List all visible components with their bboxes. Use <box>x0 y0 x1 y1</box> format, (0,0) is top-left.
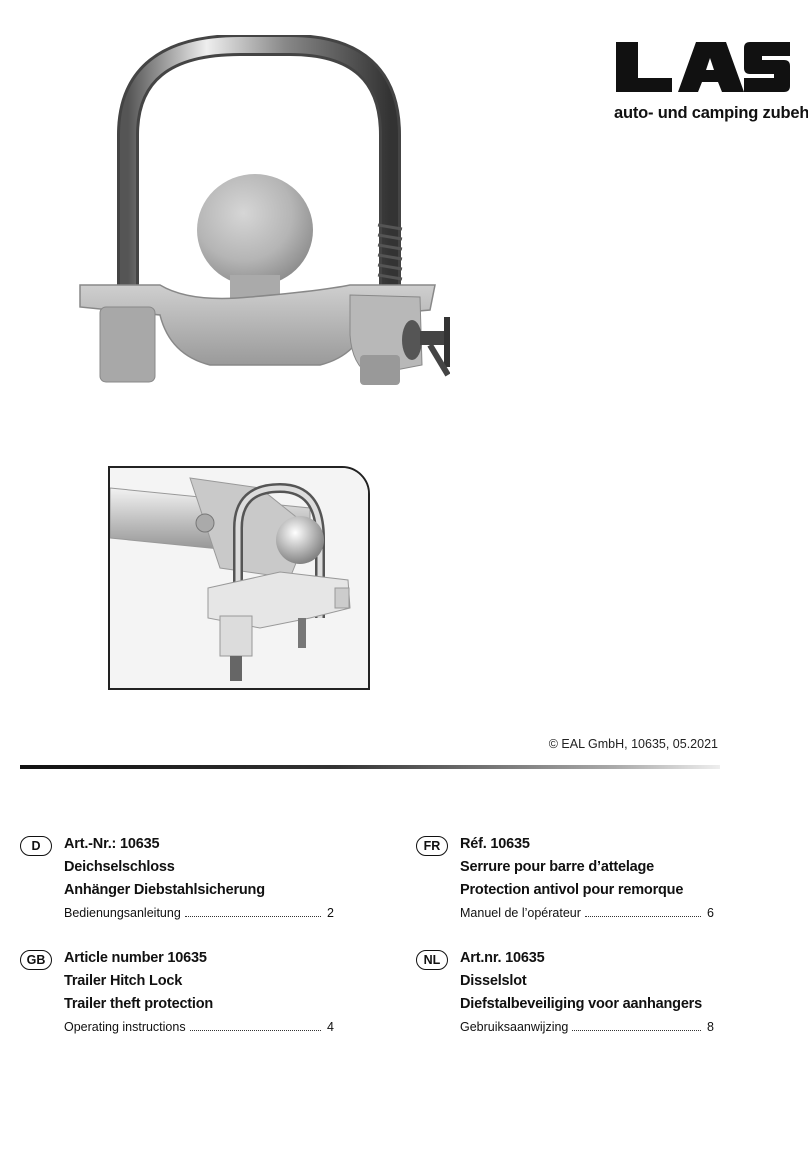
language-badge: D <box>20 836 52 856</box>
product-subtitle: Anhänger Diebstahlsicherung <box>64 882 265 898</box>
toc-entry[interactable]: Manuel de l’opérateur 6 <box>460 902 714 924</box>
article-number: Réf. 10635 <box>460 836 530 852</box>
brand-logo: auto- und camping zubehör <box>612 38 808 122</box>
article-number: Art.nr. 10635 <box>460 950 545 966</box>
article-number: Art.-Nr.: 10635 <box>64 836 160 852</box>
toc-page: 4 <box>327 1020 334 1034</box>
product-title: Deichselschloss <box>64 859 175 875</box>
toc-page: 2 <box>327 906 334 920</box>
product-subtitle: Diefstalbeveiliging voor aanhangers <box>460 996 702 1012</box>
product-title: Serrure pour barre d’attelage <box>460 859 655 875</box>
toc-entry[interactable]: Operating instructions 4 <box>64 1016 334 1038</box>
toc-entry[interactable]: Bedienungsanleitung 2 <box>64 902 334 924</box>
toc-page: 8 <box>707 1020 714 1034</box>
hitch-lock-illustration <box>79 34 451 385</box>
las-logo-mark <box>616 42 790 92</box>
toc-leader <box>189 1020 322 1031</box>
mounted-lock-photo <box>108 466 370 690</box>
divider-rule <box>20 765 720 769</box>
language-badge: GB <box>20 950 52 970</box>
toc-label: Bedienungsanleitung <box>64 906 181 920</box>
article-number: Article number 10635 <box>64 950 207 966</box>
toc-leader <box>572 1020 702 1031</box>
product-title: Trailer Hitch Lock <box>64 973 183 989</box>
toc-label: Gebruiksaanwijzing <box>460 1020 569 1034</box>
mounted-lock-illustration <box>110 468 368 688</box>
product-subtitle: Protection antivol pour remorque <box>460 882 684 898</box>
copyright-notice: © EAL GmbH, 10635, 05.2021 <box>548 737 718 751</box>
product-title: Disselslot <box>460 973 527 989</box>
language-badge: FR <box>416 836 448 856</box>
product-subtitle: Trailer theft protection <box>64 996 214 1012</box>
toc-entry[interactable]: Gebruiksaanwijzing 8 <box>460 1016 714 1038</box>
language-badge: NL <box>416 950 448 970</box>
toc-page: 6 <box>707 906 714 920</box>
toc-label: Operating instructions <box>64 1020 186 1034</box>
toc-leader <box>184 906 322 917</box>
toc-label: Manuel de l’opérateur <box>460 906 581 920</box>
brand-tagline: auto- und camping zubehör <box>614 104 808 122</box>
toc-leader <box>584 906 702 917</box>
product-photo <box>70 34 451 395</box>
